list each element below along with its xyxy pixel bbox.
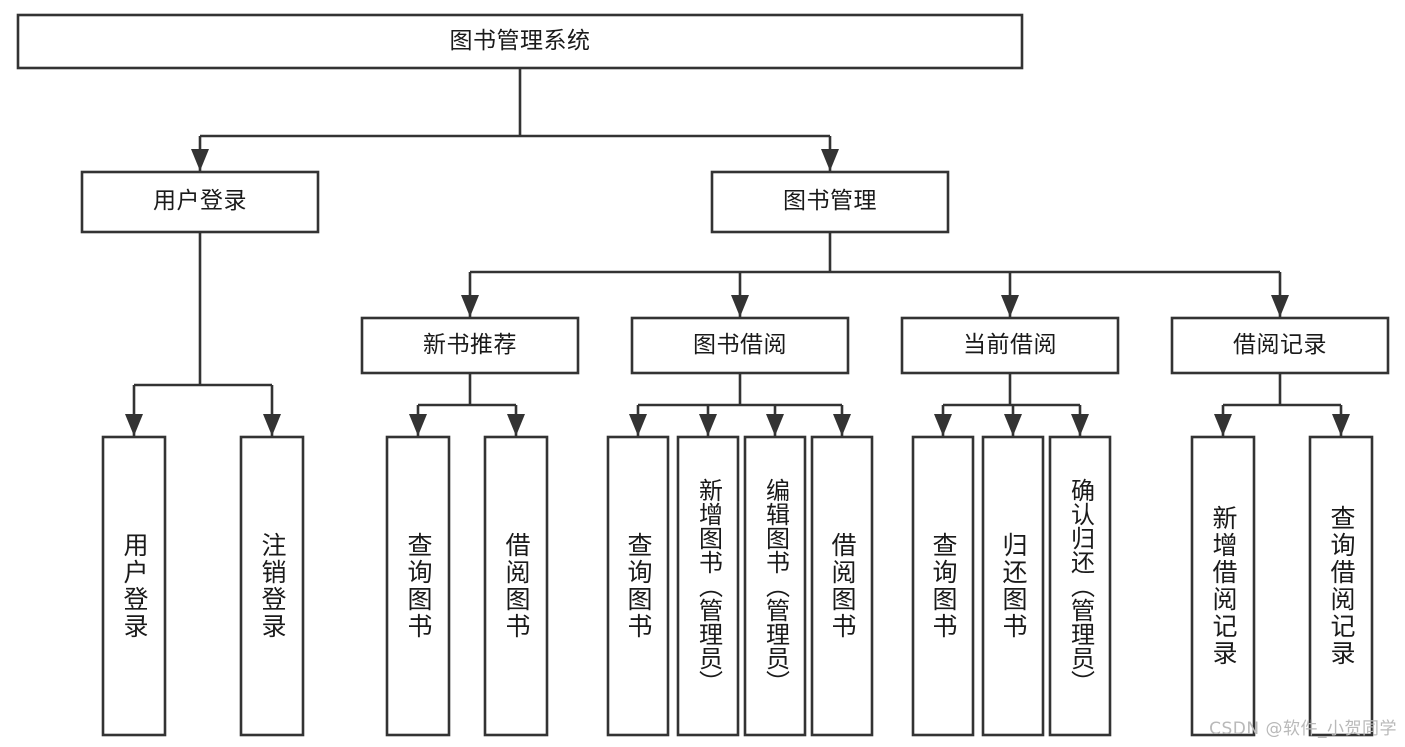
node-box-leaf-borrow-book-rec — [483, 435, 549, 737]
watermark-text: CSDN @软件_小贺同学 — [1209, 719, 1397, 739]
arrow-head-icon — [409, 414, 427, 436]
node-box-leaf-add-book-admin — [676, 435, 740, 737]
arrow-head-icon — [507, 414, 525, 436]
node-box-leaf-return-book — [981, 435, 1045, 737]
arrow-head-icon — [821, 149, 839, 171]
arrow-head-icon — [766, 414, 784, 436]
arrow-head-icon — [1332, 414, 1350, 436]
node-box-user-login — [80, 170, 320, 234]
node-box-book-borrow — [630, 316, 850, 375]
box-group — [16, 13, 1390, 737]
node-box-current-borrow — [900, 316, 1120, 375]
node-box-leaf-logout — [239, 435, 305, 737]
node-box-leaf-query-book-current — [911, 435, 975, 737]
arrow-head-icon — [629, 414, 647, 436]
edge-group — [125, 68, 1350, 436]
node-box-root — [16, 13, 1024, 70]
arrow-head-icon — [125, 414, 143, 436]
node-box-borrow-record — [1170, 316, 1390, 375]
arrow-head-icon — [263, 414, 281, 436]
arrow-head-icon — [1271, 295, 1289, 317]
arrow-head-icon — [461, 295, 479, 317]
arrow-head-icon — [1071, 414, 1089, 436]
node-box-book-manage — [710, 170, 950, 234]
arrow-head-icon — [699, 414, 717, 436]
node-box-leaf-query-borrow-record — [1308, 435, 1374, 737]
arrow-head-icon — [833, 414, 851, 436]
node-box-leaf-add-borrow-record — [1190, 435, 1256, 737]
node-box-new-book-rec — [360, 316, 580, 375]
node-box-leaf-edit-book-admin — [743, 435, 807, 737]
arrow-head-icon — [1001, 295, 1019, 317]
node-box-leaf-confirm-return-admin — [1048, 435, 1112, 737]
arrow-head-icon — [1214, 414, 1232, 436]
arrow-head-icon — [934, 414, 952, 436]
arrow-head-icon — [731, 295, 749, 317]
arrow-head-icon — [191, 149, 209, 171]
node-box-leaf-user-login — [101, 435, 167, 737]
node-box-leaf-query-book-borrow — [606, 435, 670, 737]
node-box-leaf-borrow-book — [810, 435, 874, 737]
node-box-leaf-query-book-rec — [385, 435, 451, 737]
arrow-head-icon — [1004, 414, 1022, 436]
